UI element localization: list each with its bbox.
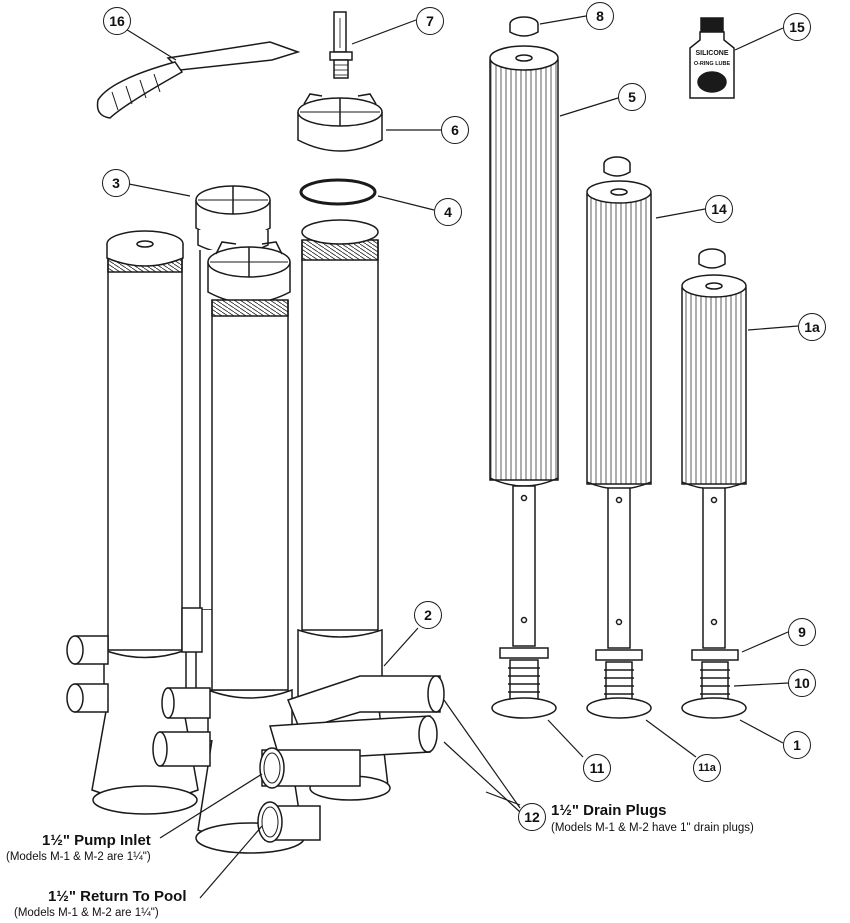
leader-lines — [123, 15, 799, 899]
callout-3: 3 — [102, 169, 130, 197]
spider-hub-front — [207, 241, 291, 304]
return-to-pool-label: 1½" Return To Pool — [48, 888, 187, 905]
cartridge-small — [681, 274, 747, 719]
callout-6: 6 — [441, 116, 469, 144]
callout-8: 8 — [586, 2, 614, 30]
drain-plugs-label: 1½" Drain Plugs — [551, 802, 667, 819]
callout-12: 12 — [518, 803, 546, 831]
wrench-tool — [96, 41, 301, 119]
callout-7: 7 — [416, 7, 444, 35]
bottle-label-line1: SILICONE — [695, 50, 729, 57]
o-ring — [299, 178, 377, 206]
callout-10: 10 — [788, 669, 816, 697]
pump-inlet-label: 1½" Pump Inlet — [42, 832, 151, 849]
callout-14: 14 — [705, 195, 733, 223]
callout-4: 4 — [434, 198, 462, 226]
locking-ring — [297, 93, 383, 152]
callout-11a: 11a — [693, 754, 721, 782]
callout-15: 15 — [783, 13, 811, 41]
pressure-gauge-valve — [329, 11, 353, 79]
pump-inlet-note: (Models M-1 & M-2 are 1¼") — [6, 851, 151, 863]
bottle-label-line2: O-RING LUBE — [693, 61, 731, 67]
return-to-pool-note: (Models M-1 & M-2 are 1¼") — [14, 907, 159, 919]
cartridge-medium — [586, 180, 652, 719]
callout-1a: 1a — [798, 313, 826, 341]
callout-1: 1 — [783, 731, 811, 759]
callout-11: 11 — [583, 754, 611, 782]
silicone-bottle — [689, 17, 735, 99]
side-elbow-fittings — [66, 607, 203, 713]
callout-2: 2 — [414, 601, 442, 629]
manifold-pipes — [152, 675, 445, 841]
callout-16: 16 — [103, 7, 131, 35]
callout-5: 5 — [618, 83, 646, 111]
drain-plugs-note: (Models M-1 & M-2 have 1" drain plugs) — [551, 822, 754, 834]
callout-9: 9 — [788, 618, 816, 646]
filter-tank-left — [91, 230, 199, 815]
cartridge-large — [489, 45, 559, 719]
